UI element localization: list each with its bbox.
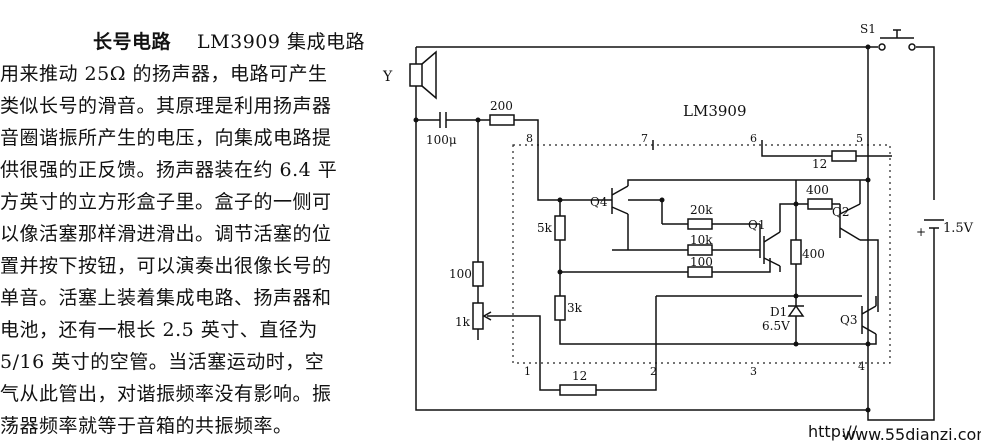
resistor-12-top-label: 12 [812,157,827,171]
switch-s1: S1 [860,22,916,51]
circuit-title: 长号电路 [93,31,172,53]
resistor-100-int-label: 100 [690,255,713,269]
chip-label: LM3909 [683,102,747,120]
description-text: 长号电路 LM3909 集成电路 用来推动 25Ω 的扬声器，电路可产生 类似长… [0,0,372,445]
pin1-wire [539,368,560,391]
description-line-7: 以像活塞那样滑进滑出。调节活塞的位 [0,223,332,245]
lm3909-chip-outline [512,144,891,364]
description-line-4: 音圈谐振所产生的电压，向集成电路提 [0,127,332,149]
pin-7-label: 7 [641,132,648,145]
diode-label: D1 [770,305,787,319]
resistor-12-bottom-label: 12 [572,369,587,383]
description-line-12: 气从此管出，对谐振频率没有影响。振 [0,383,332,405]
speaker-label: Y [382,69,393,85]
watermark: http:// www.55dianzi.com [808,422,981,444]
resistor-12-top: 12 [761,140,892,171]
battery-plus-label: + [916,225,926,239]
transistor-q4: Q4 [590,179,796,250]
zener-diode-d1: D1 6.5V [762,296,805,344]
capacitor-100u: 100μ [416,112,478,147]
resistor-12-bottom: 12 [559,369,657,396]
resistor-200: 200 [478,99,612,201]
description-line-3: 类似长号的滑音。其原理是利用扬声器 [0,95,332,117]
resistor-3k-label: 3k [567,301,583,315]
pin-8-label: 8 [526,132,533,145]
pin-1-label: 1 [524,365,531,378]
battery-label: 1.5V [943,221,974,236]
description-line-11: 5/16 英寸的空管。当活塞运动时，空 [0,351,325,373]
resistor-10k: 10k [612,233,760,256]
resistor-20k: 20k [662,203,760,230]
transistor-q2: Q2 [832,180,879,312]
resistor-5k-label: 5k [537,221,553,235]
pin-3-label: 3 [750,365,757,378]
resistor-20k-label: 20k [690,203,713,217]
speaker-y: Y [382,47,437,120]
trombone-circuit-schematic: LM3909 S1 Y 100μ 200 100 [382,22,981,444]
q2-label: Q2 [832,205,849,219]
bottom-rail-wire [415,120,868,411]
resistor-10k-label: 10k [690,233,713,247]
resistor-100-ext-label: 100 [449,267,472,281]
description-line-1: 长号电路 LM3909 集成电路 [93,30,365,54]
capacitor-label: 100μ [426,133,457,147]
resistor-400-top: 400 [795,180,840,210]
description-line-9: 单音。活塞上装着集成电路、扬声器和 [0,287,332,309]
q4-label: Q4 [590,195,608,209]
q3-label: Q3 [840,313,857,327]
resistor-100-external: 100 [449,120,484,303]
pin-6-label: 6 [750,132,757,145]
junction-node [557,269,563,275]
junction-node [865,44,871,50]
wire [628,199,663,224]
resistor-100-internal: 100 [560,255,771,278]
resistor-3k: 3k [554,295,868,345]
transistor-q3: Q3 [656,295,877,345]
resistor-200-label: 200 [490,99,513,113]
pin-4-label: 4 [858,360,865,373]
description-line-2: 用来推动 25Ω 的扬声器，电路可产生 [0,63,328,85]
description-line-13: 荡器频率就等于音箱的共振频率。 [0,415,293,437]
potentiometer-1k: 1k [455,302,541,368]
resistor-400-v-label: 400 [802,247,825,261]
pin-5-label: 5 [856,132,863,145]
description-line-5: 供很强的正反馈。扬声器装在约 6.4 平 [0,159,338,181]
switch-s1-label: S1 [860,22,876,36]
diode-voltage-label: 6.5V [762,319,790,333]
watermark-site: www.55dianzi.com [842,425,981,444]
description-line-8: 置并按下按钮，可以演奏出很像长号的 [0,255,332,277]
junction-node [793,201,799,207]
pin-2-label: 2 [650,365,657,378]
top-rail-wire [416,46,935,200]
resistor-400-vertical: 400 [790,204,825,296]
junction-node [557,197,563,203]
resistor-400-top-label: 400 [806,183,829,197]
transistor-q1: Q1 [748,203,796,272]
description-line-10: 电池，还有一根长 2.5 英寸、直径为 [0,319,318,341]
battery-1-5v: + 1.5V [867,219,974,421]
junction-node [793,341,799,347]
q1-label: Q1 [748,218,765,232]
description-line-1-text: LM3909 集成电路 [171,31,366,53]
watermark-prefix: http:// [808,422,858,441]
description-line-6: 方英寸的立方形盒子里。盒子的一侧可 [0,191,332,213]
resistor-5k: 5k [537,200,566,296]
pin-labels: 1 2 3 4 5 6 7 8 [524,132,865,378]
pot-1k-label: 1k [455,315,471,329]
